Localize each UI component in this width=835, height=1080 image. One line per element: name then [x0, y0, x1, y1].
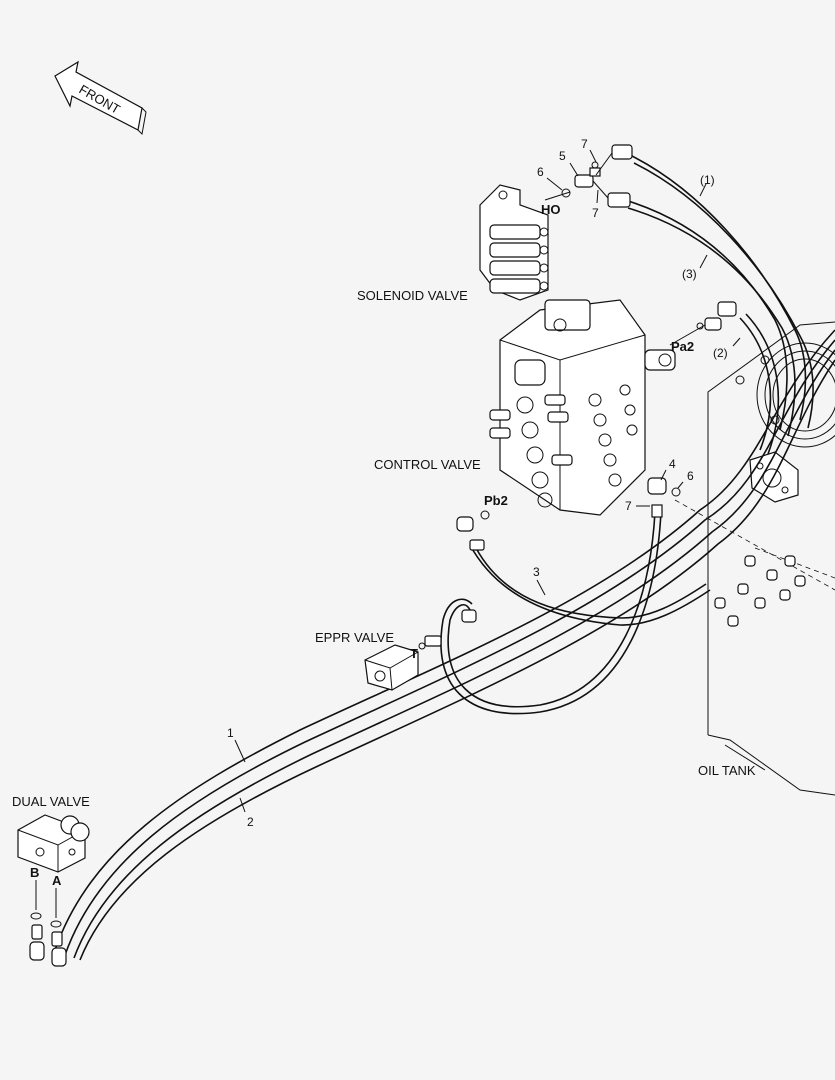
pa2-fitting	[669, 301, 737, 346]
callout-hose-3: 3	[533, 565, 540, 579]
port-ho: HO	[541, 202, 561, 217]
port-t: T	[410, 646, 418, 661]
solenoid-valve-label: SOLENOID VALVE	[357, 288, 468, 303]
hose-bundle-main	[54, 329, 835, 961]
callout-hose-2-paren: (2)	[713, 346, 728, 360]
control-valve	[489, 299, 676, 516]
control-valve-label: CONTROL VALVE	[374, 457, 481, 472]
hose-1-leader	[234, 739, 246, 763]
control-valve-spools	[489, 384, 638, 508]
port-a: A	[52, 873, 62, 888]
bushing-group	[714, 555, 806, 627]
eppr-valve-label: EPPR VALVE	[315, 630, 394, 645]
callout-4: 4	[669, 457, 676, 471]
hoses-upper	[624, 154, 814, 455]
hose-3-leader	[536, 579, 546, 596]
hose-2p-leader	[732, 337, 741, 347]
callout-7-top: 7	[581, 137, 588, 151]
hose-3	[469, 544, 711, 626]
hose-2-leader	[239, 797, 246, 813]
solenoid-valve	[479, 184, 549, 301]
hose-eppr	[440, 511, 662, 715]
fittings-right	[636, 469, 684, 518]
pb2-fitting	[456, 510, 490, 551]
callout-hose-1: 1	[227, 726, 234, 740]
oil-tank	[674, 321, 835, 796]
front-arrow: FRONT	[54, 60, 147, 136]
oil-tank-leader	[724, 744, 766, 771]
callout-hose-1-paren: (1)	[700, 173, 715, 187]
callout-7-right: 7	[625, 499, 632, 513]
dual-valve	[17, 814, 90, 967]
callout-hose-3-paren: (3)	[682, 267, 697, 281]
callout-hose-2: 2	[247, 815, 254, 829]
port-b: B	[30, 865, 39, 880]
hose-3p-leader	[699, 254, 708, 269]
fittings-top	[544, 144, 633, 208]
callout-6-right: 6	[687, 469, 694, 483]
dual-valve-label: DUAL VALVE	[12, 794, 90, 809]
port-pa2: Pa2	[671, 339, 694, 354]
port-pb2: Pb2	[484, 493, 508, 508]
callout-7-mid: 7	[592, 206, 599, 220]
callout-5: 5	[559, 149, 566, 163]
hose-1p-leader	[699, 183, 707, 197]
oil-tank-label: OIL TANK	[698, 763, 756, 778]
callout-6-top: 6	[537, 165, 544, 179]
eppr-valve	[364, 609, 477, 691]
